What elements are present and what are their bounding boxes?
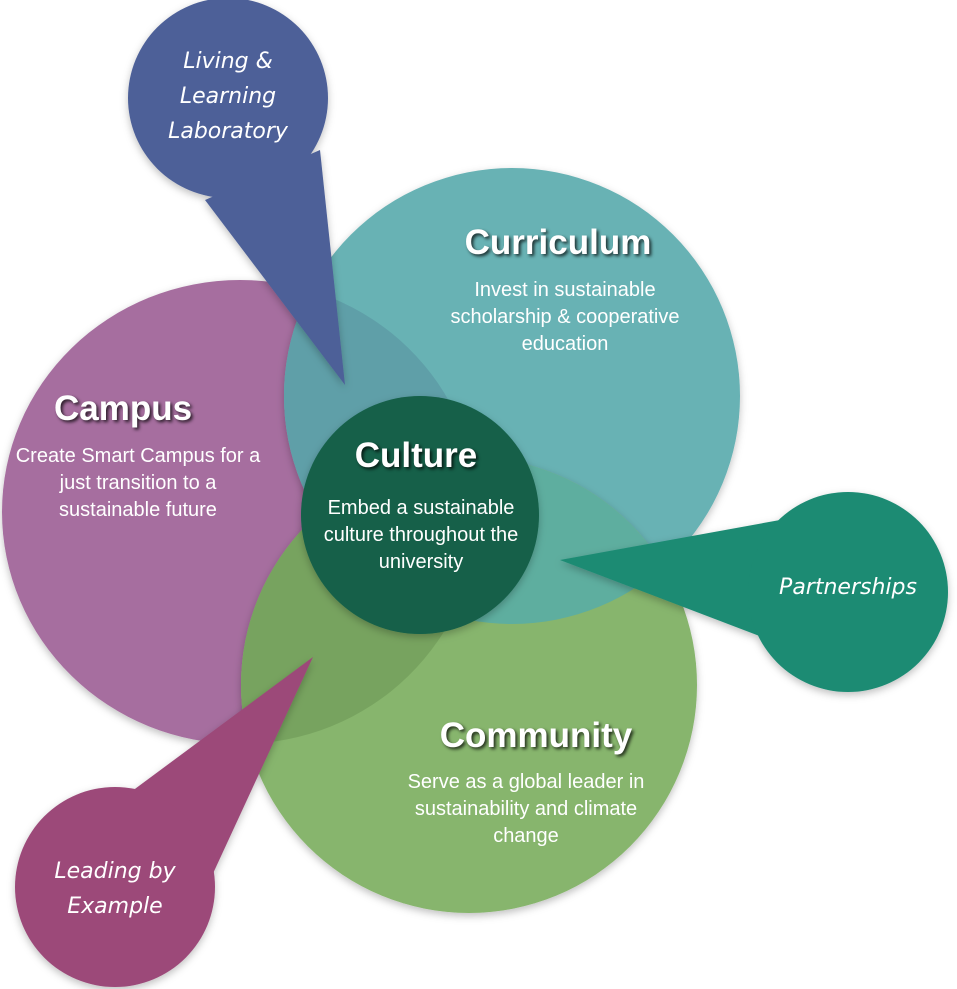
culture-circle [301, 396, 539, 634]
living-lab-callout [128, 0, 345, 385]
partnerships-callout [560, 492, 948, 692]
overlap-campus-community [241, 457, 478, 744]
overlap-campus-curriculum [284, 280, 478, 624]
leading-callout [15, 657, 313, 987]
